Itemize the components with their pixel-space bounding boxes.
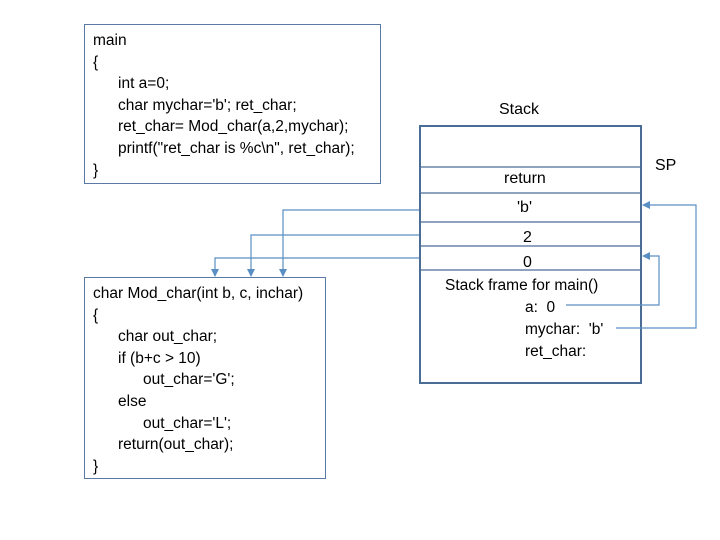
mod-char-code-line: out_char='G'; (143, 371, 235, 389)
main-code-line: char mychar='b'; ret_char; (118, 96, 297, 114)
main-code-box: main { int a=0; char mychar='b'; ret_cha… (84, 24, 381, 184)
stack-slot-mychar-arg: 'b' (517, 199, 533, 216)
mod-char-code-line: char out_char; (118, 328, 218, 346)
stack-slot-b-arg: 0 (523, 254, 532, 271)
b-arg-arrow (211, 257, 419, 277)
mod-char-code-line: char Mod_char(int b, c, inchar) (93, 285, 304, 302)
mod-char-code-line: { (93, 306, 99, 324)
mychar-to-slot-arrow (616, 201, 697, 329)
main-code-line: int a=0; (118, 75, 170, 93)
mod-char-code-line: return(out_char); (118, 436, 234, 454)
main-code-line: ret_char= Mod_char(a,2,mychar); (118, 118, 349, 136)
a-to-slot-arrow (566, 252, 660, 306)
main-code-line: } (93, 161, 99, 179)
mod-char-code-line: if (b+c > 10) (118, 349, 201, 367)
main-frame-title: Stack frame for main() (445, 277, 599, 294)
mod-char-code-box: char Mod_char(int b, c, inchar) { char o… (84, 277, 326, 479)
main-frame-var-ret-char: ret_char: (525, 343, 587, 360)
stack-slot-c-arg: 2 (523, 229, 532, 246)
mod-char-code-line: } (93, 457, 99, 475)
main-code-line: printf("ret_char is %c\n", ret_char); (118, 139, 355, 157)
main-code-line: main (93, 32, 127, 49)
inchar-arg-arrow (279, 209, 419, 277)
mod-char-code-line: out_char='L'; (143, 414, 232, 432)
stack-title: Stack (499, 101, 540, 118)
main-frame-var-a: a: 0 (525, 299, 556, 316)
stack-pointer-label: SP (655, 157, 677, 174)
main-frame-var-mychar: mychar: 'b' (525, 321, 604, 338)
stack-box: return 'b' 2 0 Stack frame for main() a:… (419, 125, 642, 384)
stack-slot-return: return (504, 170, 546, 187)
mod-char-code-line: else (118, 392, 147, 410)
c-arg-arrow (247, 234, 419, 277)
main-code-line: { (93, 53, 99, 71)
